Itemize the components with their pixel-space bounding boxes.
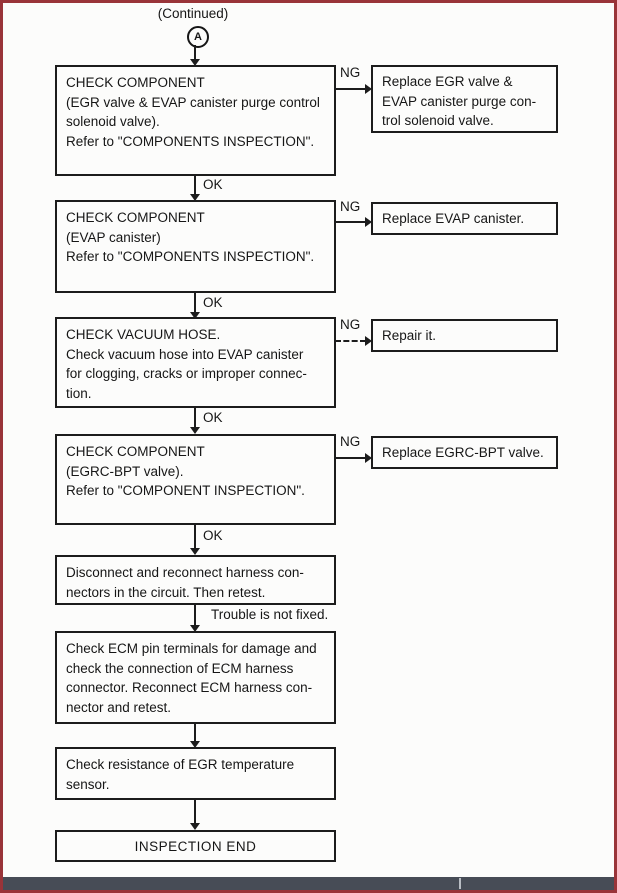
step-text-line: nector and retest. xyxy=(66,699,172,715)
step-text-line: CHECK COMPONENT xyxy=(66,75,205,90)
step-check-egrc-bpt-valve: CHECK COMPONENT (EGRC-BPT valve). Refer … xyxy=(55,434,336,525)
ng-label: NG xyxy=(340,317,361,332)
ok-label: OK xyxy=(203,177,223,192)
ok-label: OK xyxy=(203,528,223,543)
inspection-end-label: INSPECTION END xyxy=(134,838,257,854)
step-text-line: Refer to "COMPONENT INSPECTION". xyxy=(66,483,305,498)
step-check-egr-temp-sensor: Check resistance of EGR temperature sens… xyxy=(55,747,336,800)
ok-label: OK xyxy=(203,295,223,310)
action-text-line: trol solenoid valve. xyxy=(382,113,494,128)
step-text-line: for clogging, cracks or improper connec- xyxy=(66,366,307,381)
action-replace-egrc-bpt-valve: Replace EGRC-BPT valve. xyxy=(371,436,558,469)
ok-label: OK xyxy=(203,410,223,425)
step-text-line: Check resistance of EGR temperature xyxy=(66,757,295,772)
trouble-not-fixed-label: Trouble is not fixed. xyxy=(211,607,329,622)
step-check-egr-evap-solenoid: CHECK COMPONENT (EGR valve & EVAP canist… xyxy=(55,65,336,176)
step-text-line: Refer to "COMPONENTS INSPECTION". xyxy=(66,133,315,149)
arrow-down-1 xyxy=(190,175,200,201)
step-reconnect-harness: Disconnect and reconnect harness con- ne… xyxy=(55,555,336,605)
step-text-line: CHECK VACUUM HOSE. xyxy=(66,327,221,342)
step-check-vacuum-hose: CHECK VACUUM HOSE. Check vacuum hose int… xyxy=(55,317,336,408)
step-text-line: (EVAP canister) xyxy=(66,229,161,245)
ng-label: NG xyxy=(340,65,361,80)
horizontal-scrollbar[interactable] xyxy=(3,877,614,890)
arrow-down-5 xyxy=(190,605,200,632)
step-text-line: sensor. xyxy=(66,776,110,792)
arrow-ng-4 xyxy=(335,453,372,463)
step-text-line: solenoid valve). xyxy=(66,114,160,129)
arrow-down-3 xyxy=(190,408,200,434)
step-text-line: Disconnect and reconnect harness con- xyxy=(66,565,304,580)
step-text-line: connector. Reconnect ECM harness con- xyxy=(66,680,313,695)
action-repair-it: Repair it. xyxy=(371,319,558,352)
step-text-line: (EGR valve & EVAP canister purge control xyxy=(66,94,320,110)
arrow-down-4 xyxy=(190,525,200,555)
step-text-line: CHECK COMPONENT xyxy=(66,444,205,459)
arrow-ng-3 xyxy=(335,336,372,346)
step-text-line: CHECK COMPONENT xyxy=(66,210,205,225)
step-text-line: (EGRC-BPT valve). xyxy=(66,463,184,479)
step-text-line: Check vacuum hose into EVAP canister xyxy=(66,346,304,362)
step-text-line: nectors in the circuit. Then retest. xyxy=(66,584,266,600)
arrow-down-6 xyxy=(190,724,200,748)
inspection-end-box: INSPECTION END xyxy=(55,830,336,862)
step-text-line: check the connection of ECM harness xyxy=(66,660,294,676)
arrow-down-from-connector xyxy=(190,45,200,66)
action-text-line: Replace EGRC-BPT valve. xyxy=(382,444,544,460)
step-text-line: Check ECM pin terminals for damage and xyxy=(66,641,317,656)
step-text-line: Refer to "COMPONENTS INSPECTION". xyxy=(66,249,315,264)
action-text-line: Repair it. xyxy=(382,327,437,343)
arrow-down-2 xyxy=(190,293,200,319)
action-text-line: Replace EGR valve & xyxy=(382,74,513,89)
scrollbar-divider xyxy=(459,878,461,889)
step-check-ecm-pin-terminals: Check ECM pin terminals for damage and c… xyxy=(55,631,336,724)
arrow-ng-1 xyxy=(335,84,372,94)
ng-label: NG xyxy=(340,199,361,214)
arrow-down-7 xyxy=(190,800,200,830)
connector-a-badge: A xyxy=(187,26,209,48)
arrow-ng-2 xyxy=(335,217,372,227)
action-text-line: Replace EVAP canister. xyxy=(382,210,525,226)
step-check-evap-canister: CHECK COMPONENT (EVAP canister) Refer to… xyxy=(55,200,336,293)
ng-label: NG xyxy=(340,434,361,449)
continued-label: (Continued) xyxy=(157,6,229,21)
action-text-line: EVAP canister purge con- xyxy=(382,93,537,109)
action-replace-evap-canister: Replace EVAP canister. xyxy=(371,202,558,235)
action-replace-egr-evap-solenoid: Replace EGR valve & EVAP canister purge … xyxy=(371,65,558,133)
step-text-line: tion. xyxy=(66,385,92,401)
